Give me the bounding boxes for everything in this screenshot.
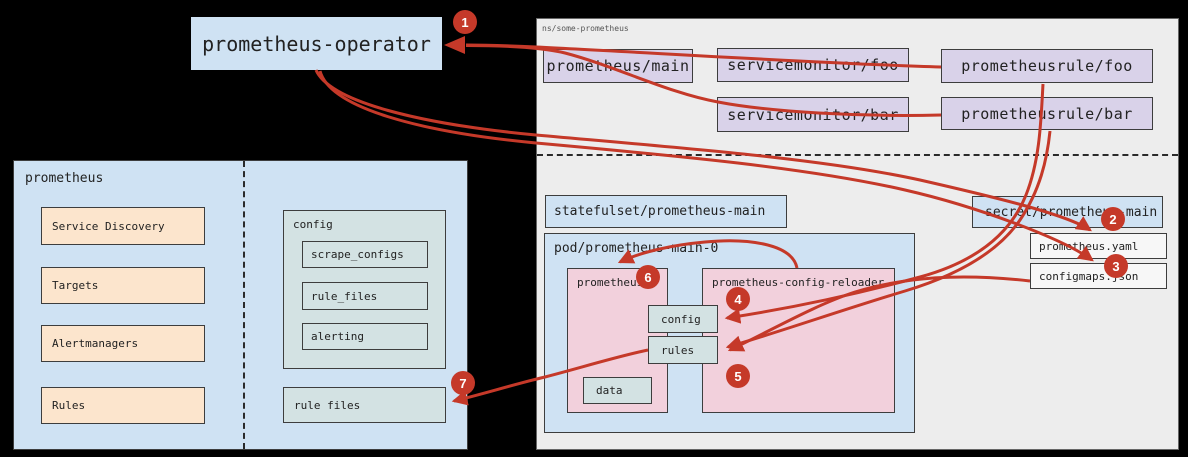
prometheus-operator-box: prometheus-operator [191, 17, 442, 70]
panel-config-scrape-configs: scrape_configs [302, 241, 428, 268]
panel-item-service-discovery: Service Discovery [41, 207, 205, 245]
crd-prometheus-main: prometheus/main [543, 49, 693, 83]
namespace-label: ns/some-prometheus [542, 24, 629, 33]
panel-config-alerting: alerting [302, 323, 428, 350]
panel-config-rule-files: rule_files [302, 282, 428, 310]
panel-config-label: config [293, 218, 333, 231]
step-badge-4: 4 [726, 287, 750, 311]
step-badge-7: 7 [451, 371, 475, 395]
prometheus-panel-label: prometheus [25, 171, 104, 186]
arrowhead-into-operator [444, 36, 465, 54]
step-badge-2: 2 [1101, 207, 1125, 231]
namespace-divider-dashed [537, 154, 1178, 156]
config-volume-box: config [648, 305, 718, 333]
data-volume-box: data [583, 377, 652, 404]
panel-item-targets: Targets [41, 267, 205, 304]
panel-item-rules: Rules [41, 387, 205, 424]
crd-prometheusrule-bar: prometheusrule/bar [941, 97, 1153, 130]
step-badge-6: 6 [636, 265, 660, 289]
panel-item-alertmanagers: Alertmanagers [41, 325, 205, 362]
crd-servicemonitor-foo: servicemonitor/foo [717, 48, 909, 82]
step-badge-1: 1 [453, 10, 477, 34]
statefulset-box: statefulset/prometheus-main [545, 195, 787, 228]
rules-volume-box: rules [648, 336, 718, 364]
configmaps-json-file: configmaps.json [1030, 263, 1167, 289]
crd-prometheusrule-foo: prometheusrule/foo [941, 49, 1153, 83]
panel-divider-dashed [243, 161, 245, 449]
pod-label: pod/prometheus-main-0 [554, 241, 719, 256]
secret-box: secret/prometheus-main [972, 196, 1163, 228]
panel-rule-files-box: rule files [283, 387, 446, 423]
step-badge-3: 3 [1104, 254, 1128, 278]
step-badge-5: 5 [726, 364, 750, 388]
prometheus-yaml-file: prometheus.yaml [1030, 233, 1167, 259]
prometheus-container-label: prometheus [577, 276, 644, 289]
crd-servicemonitor-bar: servicemonitor/bar [717, 97, 909, 132]
